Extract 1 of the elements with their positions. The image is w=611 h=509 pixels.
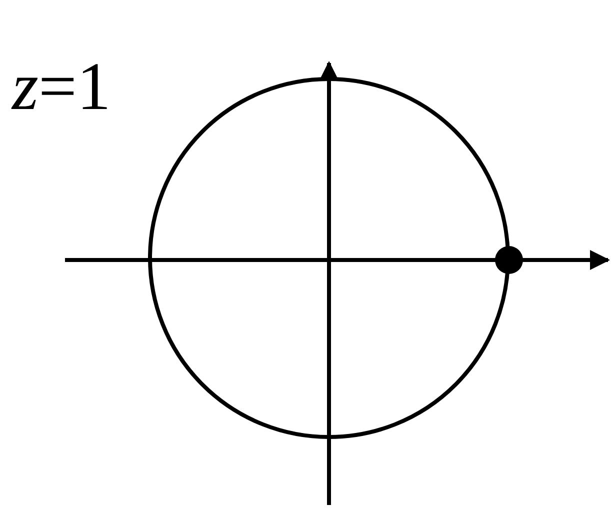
point-label: z=1 bbox=[12, 52, 111, 120]
